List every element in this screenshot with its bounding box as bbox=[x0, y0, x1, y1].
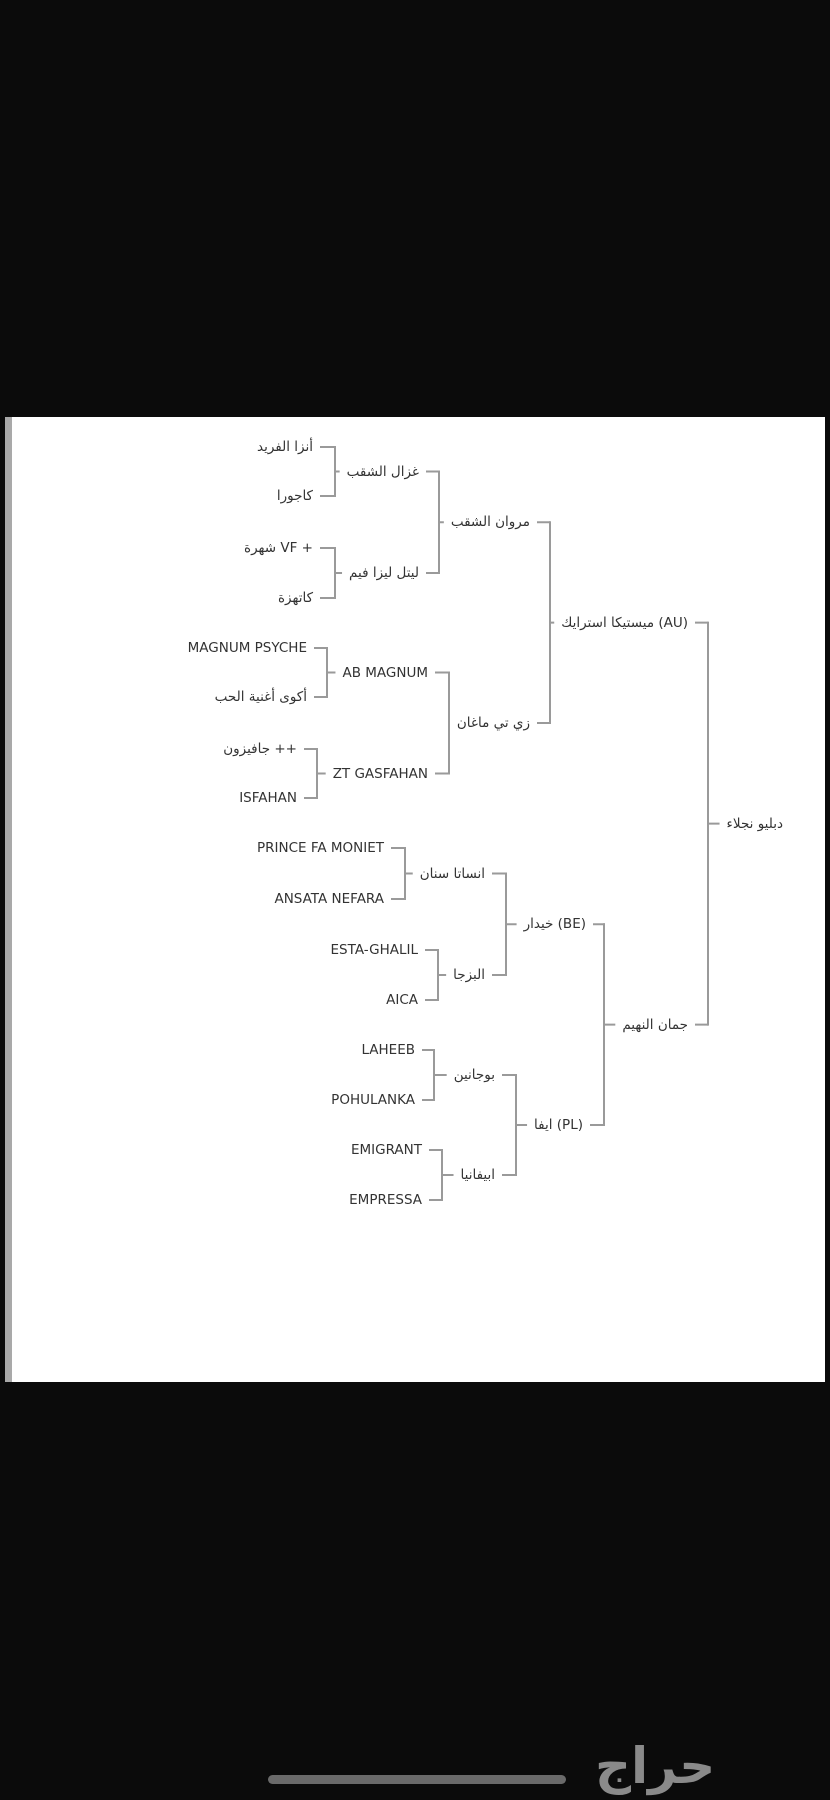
bracket-entry-round2: بوجانين bbox=[453, 1067, 495, 1083]
bracket-entry-round1: ISFAHAN bbox=[239, 790, 297, 806]
bracket-entry-round2: AB MAGNUM bbox=[342, 664, 428, 681]
bracket-entry-round1: AICA bbox=[386, 992, 418, 1008]
bracket-entry-round1: أنزا الفريد bbox=[257, 439, 313, 455]
bracket-entry-round2: غزال الشقب bbox=[346, 463, 419, 480]
bracket-entry-round1: ANSATA NEFARA bbox=[274, 891, 384, 907]
home-indicator[interactable] bbox=[268, 1775, 566, 1784]
bracket-entry-round2: انساتا سنان bbox=[419, 865, 485, 882]
bracket-entry-round1: EMPRESSA bbox=[349, 1192, 422, 1208]
bracket-entry-round1: LAHEEB bbox=[361, 1042, 415, 1058]
bracket-entry-round3: مروان الشقب bbox=[450, 514, 530, 531]
bracket-entry-round1: جافيزون ++ bbox=[223, 741, 297, 757]
bracket-entry-round1: كاجورا bbox=[276, 488, 313, 504]
bracket-sheet bbox=[5, 417, 825, 1382]
bracket-entry-round4: جمان النهيم bbox=[622, 1016, 688, 1033]
sheet-edge bbox=[5, 417, 12, 1382]
bracket-entry-round1: MAGNUM PSYCHE bbox=[187, 640, 307, 656]
haraj-logo: حراج bbox=[595, 1737, 717, 1795]
bracket-entry-round2: البزجا bbox=[453, 967, 485, 983]
bracket-entry-round2: ZT GASFAHAN bbox=[332, 765, 428, 782]
bracket-entry-round3: خيدار (BE) bbox=[523, 916, 586, 933]
bracket-entry-round2: ابيفانيا bbox=[460, 1167, 495, 1183]
bracket-entry-round1: POHULANKA bbox=[331, 1092, 415, 1108]
bracket-entry-round1: أكوى أغنية الحب bbox=[214, 689, 307, 705]
bracket-entry-round1: ESTA-GHALIL bbox=[330, 942, 418, 958]
bracket-entry-round5: دبليو نجلاء bbox=[726, 815, 783, 832]
bracket-entry-round1: EMIGRANT bbox=[350, 1142, 422, 1158]
bracket-entry-round2: ليتل ليزا فيم bbox=[349, 565, 419, 581]
bracket-entry-round1: PRINCE FA MONIET bbox=[256, 840, 384, 856]
bracket-entry-round1: شهرة VF + bbox=[244, 540, 313, 556]
bracket-entry-round1: كاتهزة bbox=[277, 590, 313, 606]
bracket-entry-round4: ميستيكا استرايك (AU) bbox=[561, 614, 688, 631]
bracket-entry-round3: زي تي ماغان bbox=[456, 715, 530, 731]
bracket-entry-round3: ايفا (PL) bbox=[534, 1117, 583, 1133]
